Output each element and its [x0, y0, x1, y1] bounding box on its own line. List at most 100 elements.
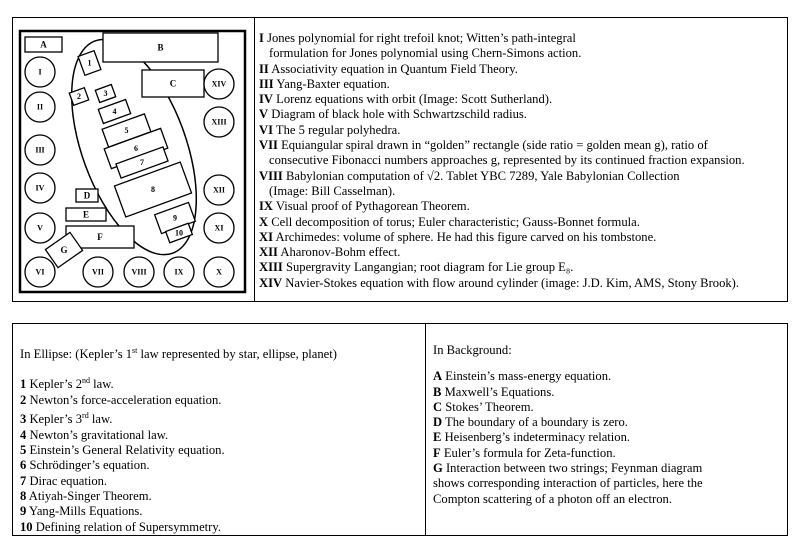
legend-roman-num: XIII: [259, 260, 283, 275]
ellipse-list-item: 2 Newton’s force-acceleration equation.: [20, 392, 222, 407]
ellipse-list-item: 5 Einstein’s General Relativity equation…: [20, 443, 225, 458]
circle-ii: [24, 91, 56, 123]
legend-roman-item: VIII Babylonian computation of √2. Table…: [259, 169, 784, 184]
ellipse-item-10-label: 10: [175, 229, 183, 238]
legend-roman-item: XIII Supergravity Langangian; root diagr…: [259, 260, 784, 275]
rect-c: [141, 69, 205, 98]
ellipse-item-8: [113, 161, 193, 218]
background-list-item: C Stokes’ Theorem.: [433, 399, 534, 414]
circle-i-label: I: [38, 68, 41, 77]
legend-roman-num: II: [259, 61, 269, 76]
legend-roman-item: formulation for Jones polynomial using C…: [259, 46, 784, 61]
background-section: In Background: A Einstein’s mass-energy …: [433, 343, 783, 507]
circle-ii-label: II: [37, 103, 43, 112]
ellipse-item-2-label: 2: [77, 92, 81, 101]
legend-roman-num: IV: [259, 92, 273, 107]
ellipse-item-2: [68, 86, 90, 107]
legend-roman-item: V Diagram of black hole with Schwartzsch…: [259, 107, 784, 122]
legend-roman-text: The 5 regular polyhedra.: [275, 122, 401, 137]
ellipse-list-item: 1 Kepler’s 2nd law.: [20, 376, 114, 392]
background-list-item: B Maxwell’s Equations.: [433, 384, 555, 399]
ellipse-item-3: [94, 83, 117, 104]
kepler-ellipse: [70, 38, 198, 256]
legend-roman-item: VII Equiangular spiral drawn in “golden”…: [259, 138, 784, 153]
rect-e: [65, 207, 107, 222]
legend-roman-item: II Associativity equation in Quantum Fie…: [259, 62, 784, 77]
circle-xiii-label: XIII: [211, 118, 226, 127]
legend-roman-item: III Yang-Baxter equation.: [259, 77, 784, 92]
legend-roman-text: Diagram of black hole with Schwartzschil…: [271, 107, 527, 122]
rect-a-label: A: [40, 40, 47, 50]
legend-roman-text: Equiangular spiral drawn in “golden” rec…: [281, 138, 708, 153]
circle-xi: [203, 212, 235, 244]
rect-g-label: G: [60, 245, 67, 255]
legend-roman-text: (Image: Bill Casselman).: [269, 183, 396, 198]
circle-x-label: X: [216, 268, 222, 277]
legend-roman-text: Cell decomposition of torus; Euler chara…: [271, 214, 640, 229]
background-heading: In Background:: [433, 343, 512, 357]
legend-roman-item: consecutive Fibonacci numbers approaches…: [259, 153, 784, 168]
ellipse-list-item: 7 Dirac equation.: [20, 473, 108, 488]
ellipse-list-item: 9 Yang-Mills Equations.: [20, 504, 143, 519]
legend-roman-text: Jones polynomial for right trefoil knot;…: [267, 31, 576, 45]
ellipse-list-item: 6 Schrödinger’s equation.: [20, 458, 150, 473]
legend-roman-item: XI Archimedes: volume of sphere. He had …: [259, 230, 784, 245]
legend-roman-item: IX Visual proof of Pythagorean Theorem.: [259, 199, 784, 214]
rect-b: [102, 32, 219, 63]
circle-xii-label: XII: [213, 186, 225, 195]
ellipse-list-item: 10 Defining relation of Supersymmetry.: [20, 519, 221, 534]
rect-f-label: F: [97, 232, 103, 242]
background-list-item: D The boundary of a boundary is zero.: [433, 415, 628, 430]
circle-xiv: [203, 68, 235, 100]
legend-roman-text: Babylonian computation of √2. Tablet YBC…: [285, 168, 680, 183]
circle-iv: [24, 172, 56, 204]
circle-vii: [82, 256, 114, 288]
legend-roman-item: IV Lorenz equations with orbit (Image: S…: [259, 92, 784, 107]
background-list-item: G Interaction between two strings; Feynm…: [433, 461, 703, 476]
circle-viii: [123, 256, 155, 288]
legend-roman-text: Visual proof of Pythagorean Theorem.: [275, 199, 470, 214]
circle-xi-label: XI: [215, 224, 224, 233]
legend-roman-item: (Image: Bill Casselman).: [259, 184, 784, 199]
legend-roman-text: Aharonov-Bohm effect.: [280, 245, 401, 260]
legend-roman-item: XII Aharonov-Bohm effect.: [259, 245, 784, 260]
circle-vii-label: VII: [92, 268, 104, 277]
legend-roman-num: XI: [259, 229, 273, 244]
ellipse-item-3-label: 3: [104, 89, 108, 98]
background-list-item: shows corresponding interaction of parti…: [433, 476, 703, 491]
legend-roman-num: XII: [259, 245, 278, 260]
legend-roman-num: VII: [259, 138, 278, 153]
background-list-item: A Einstein’s mass-energy equation.: [433, 369, 612, 384]
legend-roman-num: III: [259, 76, 274, 91]
roman-legend: I Jones polynomial for right trefoil kno…: [259, 31, 784, 291]
circle-xii: [203, 174, 235, 206]
ellipse-item-1-label: 1: [88, 59, 92, 68]
diagram-frame: [18, 29, 247, 294]
bottom-table-divider: [425, 323, 426, 536]
legend-roman-num: V: [259, 107, 269, 122]
legend-roman-num: IX: [259, 199, 273, 214]
rect-c-label: C: [170, 79, 177, 89]
legend-roman-text: consecutive Fibonacci numbers approaches…: [269, 153, 745, 168]
circle-viii-label: VIII: [131, 268, 146, 277]
top-table-divider: [254, 17, 255, 302]
legend-roman-text: formulation for Jones polynomial using C…: [269, 46, 582, 61]
legend-roman-item: VI The 5 regular polyhedra.: [259, 123, 784, 138]
rect-e-label: E: [83, 210, 89, 220]
ellipse-item-1: [77, 49, 102, 77]
rect-d: [75, 188, 99, 203]
top-table-frame: [12, 17, 788, 302]
legend-roman-text: Lorenz equations with orbit (Image: Scot…: [276, 92, 553, 107]
circle-ix: [163, 256, 195, 288]
circle-v: [24, 212, 56, 244]
ellipse-item-7-label: 7: [140, 158, 144, 167]
circle-v-label: V: [37, 224, 43, 233]
background-list-item: E Heisenberg’s indeterminacy relation.: [433, 430, 631, 445]
ellipse-item-9-label: 9: [173, 214, 177, 223]
bottom-table-frame: [12, 323, 788, 536]
legend-roman-num: X: [259, 214, 269, 229]
legend-roman-num: VI: [259, 122, 273, 137]
legend-roman-text: Associativity equation in Quantum Field …: [271, 61, 518, 76]
circle-i: [24, 56, 56, 88]
